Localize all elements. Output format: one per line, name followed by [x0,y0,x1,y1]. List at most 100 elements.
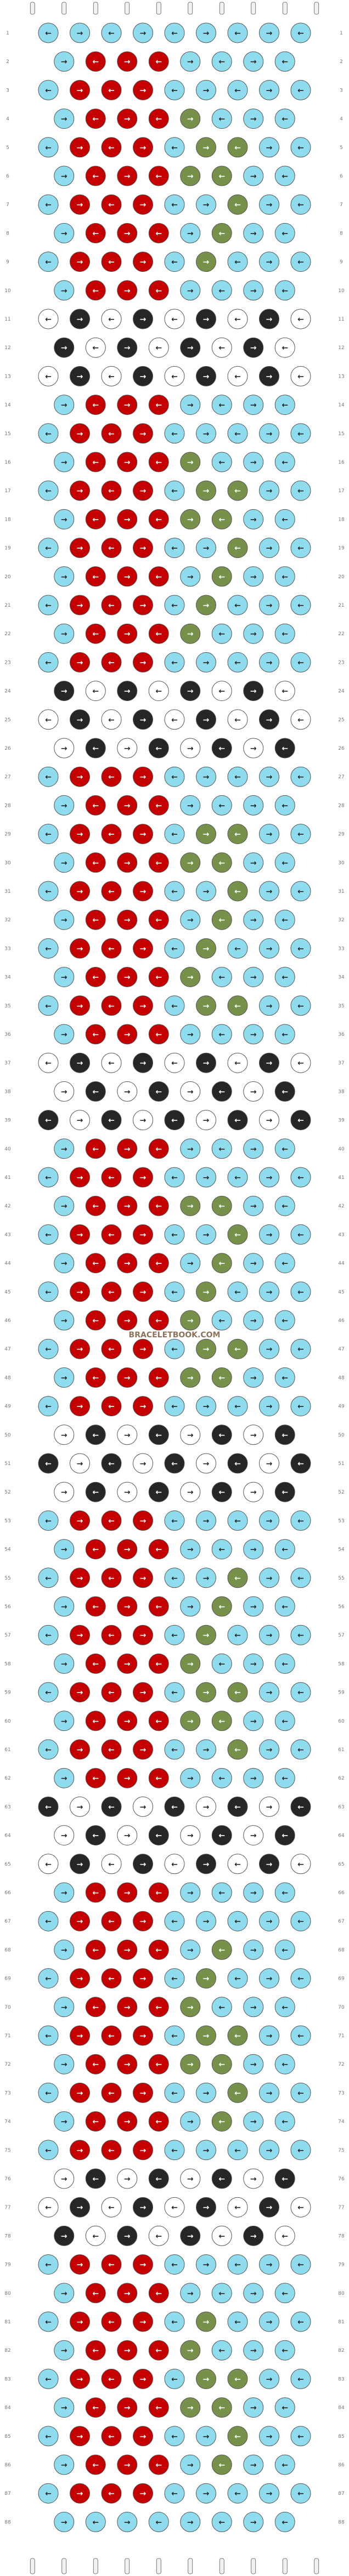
knot [117,2168,138,2189]
row-number-label: 88 [4,2520,11,2525]
arrow-left-icon: ← [234,2489,241,2498]
arrow-left-icon: ← [108,1975,115,1984]
knot [54,109,75,129]
row-number-label: 77 [4,2205,10,2210]
knot [259,881,279,902]
knot [133,2140,153,2161]
row-number-label: 28 [338,803,345,808]
knot [164,2082,185,2103]
knot [227,1854,248,1874]
knot [227,1052,248,1073]
knot [164,709,185,730]
knot [54,1081,75,1102]
arrow-right-icon: → [77,1746,83,1754]
arrow-left-icon: ← [155,973,162,982]
knot [274,1195,295,1216]
knot [180,1768,201,1788]
knot [101,1854,122,1874]
knot [133,1110,153,1131]
arrow-left-icon: ← [234,1631,241,1640]
knot [180,1138,201,1159]
arrow-left-icon: ← [218,687,225,696]
arrow-left-icon: ← [171,2318,178,2327]
arrow-right-icon: → [250,687,257,696]
knot [274,280,295,301]
knot [274,509,295,529]
row-number-label: 2 [340,59,343,65]
arrow-right-icon: → [203,1002,210,1011]
knot [243,109,264,129]
knot [38,2368,59,2389]
knot [54,395,75,415]
arrow-right-icon: → [250,2461,257,2470]
knot [101,366,122,386]
knot [117,280,138,301]
arrow-left-icon: ← [155,401,162,410]
arrow-left-icon: ← [108,2261,115,2270]
knot [54,909,75,930]
knot [196,2483,216,2504]
knot [259,1510,279,1531]
arrow-right-icon: → [266,430,273,438]
row-number-label: 21 [4,603,10,608]
knot [148,2225,169,2246]
knot [38,1796,59,1817]
arrow-right-icon: → [266,315,273,324]
knot [243,395,264,415]
knot [117,1481,138,1502]
knot [54,1939,75,1960]
knot [148,1768,169,1788]
arrow-right-icon: → [77,1975,83,1984]
arrow-right-icon: → [203,2146,210,2155]
knot [164,1052,185,1073]
row-number-label: 36 [338,1032,345,1038]
knot [196,1568,216,1588]
knot [38,137,59,158]
knot [38,1281,59,1302]
knot [117,681,138,702]
knot [70,709,90,730]
knot [117,1825,138,1846]
arrow-right-icon: → [77,1917,83,1926]
knot [274,909,295,930]
knot [133,309,153,329]
knot [180,1539,201,1560]
knot [211,1253,232,1274]
arrow-right-icon: → [77,773,83,782]
row-number-label: 2 [6,59,9,65]
knot [211,1882,232,1903]
knot [227,1338,248,1359]
arrow-right-icon: → [203,2203,210,2212]
knot [133,2197,153,2218]
knot [133,995,153,1016]
knot [243,1481,264,1502]
knot [70,1625,90,1645]
row-number-label: 50 [4,1433,11,1438]
arrow-right-icon: → [187,1087,194,1096]
knot [211,337,232,358]
knot [196,1224,216,1245]
row-number-label: 19 [338,546,345,551]
knot [274,738,295,759]
arrow-right-icon: → [187,2118,194,2127]
knot [117,967,138,988]
row-number-label: 62 [338,1776,344,1781]
knot [243,1081,264,1102]
arrow-right-icon: → [77,887,83,896]
knot [133,1682,153,1703]
arrow-left-icon: ← [45,2375,52,2384]
arrow-right-icon: → [124,859,131,868]
arrow-left-icon: ← [92,2346,99,2355]
knot [54,1310,75,1331]
arrow-left-icon: ← [282,1087,288,1096]
knot [180,280,201,301]
arrow-left-icon: ← [297,1059,304,1068]
knot [211,1939,232,1960]
arrow-left-icon: ← [234,773,241,782]
knot [70,366,90,386]
arrow-left-icon: ← [218,515,225,524]
knot [196,79,216,100]
arrow-left-icon: ← [155,1202,162,1211]
arrow-right-icon: → [61,2060,67,2069]
row-number-label: 84 [4,2406,11,2411]
